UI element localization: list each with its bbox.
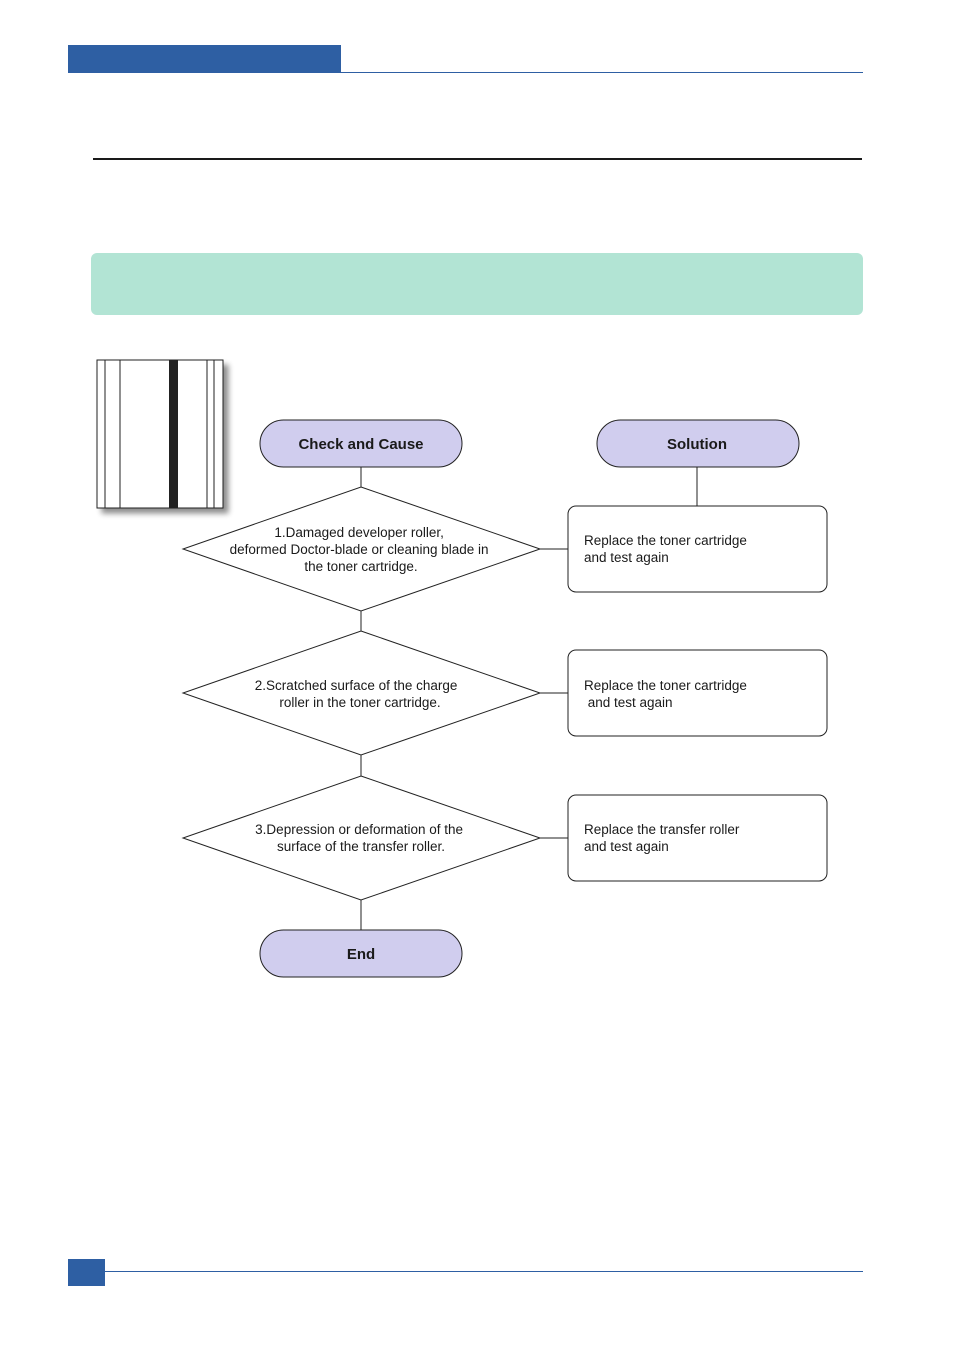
solution-2-line-2: and test again bbox=[584, 695, 673, 710]
solution-1-line-2: and test again bbox=[584, 550, 669, 565]
section-banner bbox=[91, 253, 863, 315]
check-and-cause-terminal: Check and Cause bbox=[259, 419, 463, 468]
header-rule bbox=[68, 72, 863, 73]
decision-3: 3.Depression or deformation of the surfa… bbox=[181, 775, 542, 901]
decision-3-text: 3.Depression or deformation of the surfa… bbox=[255, 822, 467, 854]
decision-3-line-1: 3.Depression or deformation of the bbox=[255, 822, 463, 837]
solution-2-text: Replace the toner cartridge and test aga… bbox=[0, 0, 773, 710]
solution-box-2: Replace the toner cartridge and test aga… bbox=[0, 0, 828, 737]
solution-2-line-1: Replace the toner cartridge bbox=[584, 678, 747, 693]
solution-label: Solution bbox=[667, 436, 727, 453]
decision-1: 1.Damaged developer roller, deformed Doc… bbox=[181, 486, 542, 612]
decision-2-line-2: roller in the toner cartridge. bbox=[279, 695, 440, 710]
decision-2: 2.Scratched surface of the charge roller… bbox=[181, 630, 542, 756]
end-label: End bbox=[347, 946, 375, 963]
footer-rule bbox=[68, 1271, 863, 1272]
header-bar bbox=[68, 45, 341, 72]
page-number-box bbox=[68, 1259, 105, 1286]
sample-page-icon bbox=[96, 359, 224, 509]
solution-box-3: Replace the transfer roller and test aga… bbox=[567, 794, 828, 882]
decision-1-line-1: 1.Damaged developer roller, bbox=[274, 525, 444, 540]
solution-terminal: Solution bbox=[596, 419, 800, 468]
solution-1-text: Replace the toner cartridge and test aga… bbox=[584, 533, 751, 565]
solution-3-text: Replace the transfer roller and test aga… bbox=[584, 822, 743, 854]
title-rule bbox=[93, 158, 862, 160]
check-and-cause-label: Check and Cause bbox=[298, 436, 423, 453]
decision-1-line-2: deformed Doctor-blade or cleaning blade … bbox=[230, 542, 489, 557]
solution-box-1: Replace the toner cartridge and test aga… bbox=[567, 505, 828, 593]
decision-1-text: 1.Damaged developer roller, deformed Doc… bbox=[230, 525, 493, 574]
solution-3-line-1: Replace the transfer roller bbox=[584, 822, 740, 837]
solution-1-line-1: Replace the toner cartridge bbox=[584, 533, 747, 548]
solution-3-line-2: and test again bbox=[584, 839, 669, 854]
decision-1-line-3: the toner cartridge. bbox=[304, 559, 417, 574]
end-terminal: End bbox=[259, 929, 463, 978]
decision-3-line-2: surface of the transfer roller. bbox=[277, 839, 445, 854]
decision-2-line-1: 2.Scratched surface of the charge bbox=[255, 678, 458, 693]
flow-connectors bbox=[360, 467, 698, 930]
decision-2-text: 2.Scratched surface of the charge roller… bbox=[255, 678, 461, 710]
